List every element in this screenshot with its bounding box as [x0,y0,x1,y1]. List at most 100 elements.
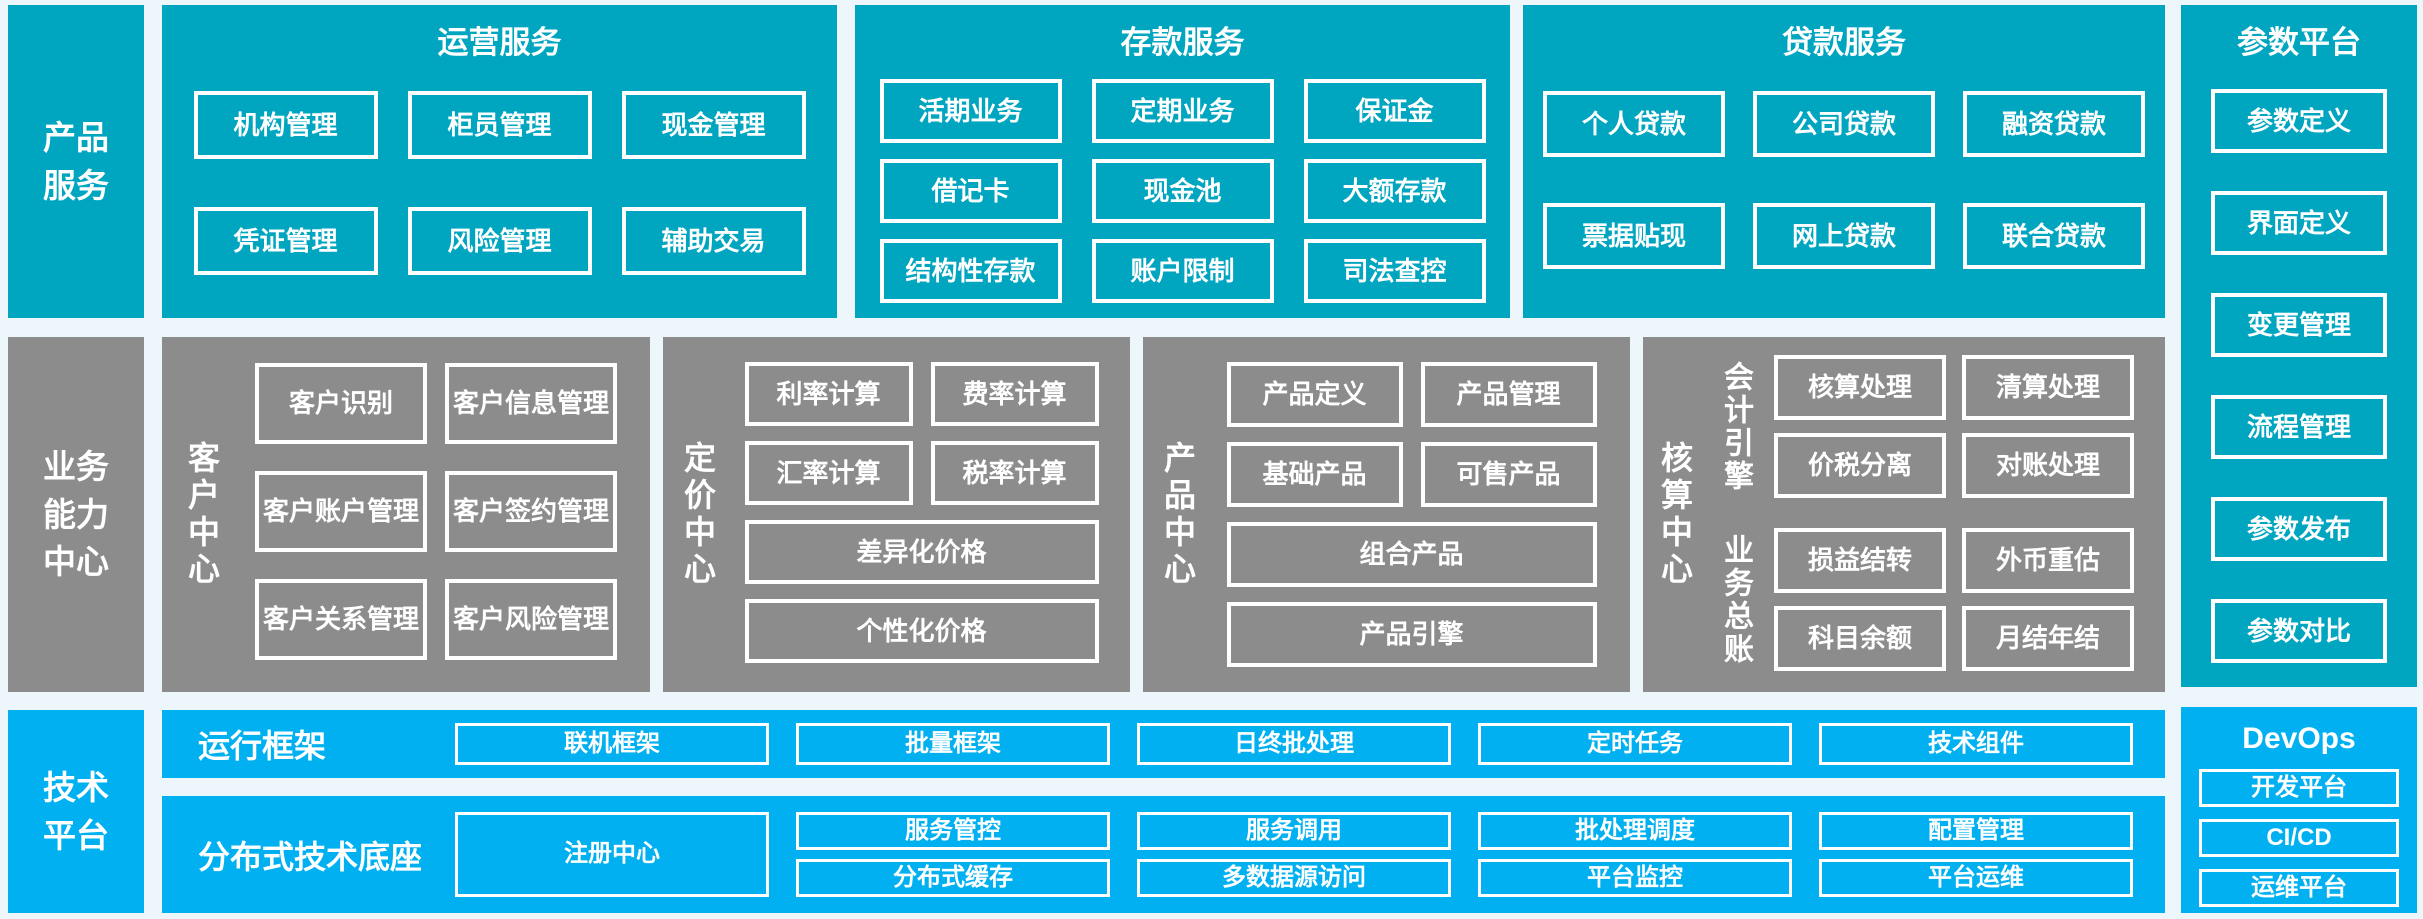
operation-service-box: 风险管理 [407,207,592,275]
deposit-service-box: 司法查控 [1303,239,1486,303]
operation-service-box: 凭证管理 [193,207,378,275]
section-loan-services: 贷款服务 个人贷款 公司贷款 融资贷款 票据贴现 网上贷款 联合贷款 [1523,5,2165,318]
section-customer-center: 客户中心 客户识别 客户信息管理 客户账户管理 客户签约管理 客户关系管理 客户… [162,337,650,692]
runtime-box: 日终批处理 [1137,723,1451,765]
section-parameter-platform: 参数平台 参数定义 界面定义 变更管理 流程管理 参数发布 参数对比 [2181,5,2417,687]
runtime-box: 技术组件 [1819,723,2133,765]
accounting-group-engine: 会计引擎 核算处理 清算处理 价税分离 对账处理 [1707,355,2145,498]
business-ledger-grid: 损益结转 外币重估 科目余额 月结年结 [1763,528,2145,671]
customer-capability-box: 客户信息管理 [445,363,617,444]
operation-service-box: 机构管理 [193,91,378,159]
runtime-box: 定时任务 [1478,723,1792,765]
product-grid: 产品定义 产品管理 基础产品 可售产品 组合产品 产品引擎 [1213,337,1630,692]
customer-capability-box: 客户识别 [255,363,427,444]
operation-service-box: 现金管理 [621,91,806,159]
accounting-capability-box: 核算处理 [1774,355,1946,420]
section-deposit-services: 存款服务 活期业务 定期业务 保证金 借记卡 现金池 大额存款 结构性存款 账户… [855,5,1510,318]
loan-service-box: 个人贷款 [1543,91,1725,157]
pricing-capability-box: 汇率计算 [744,441,913,505]
accounting-engine-grid: 核算处理 清算处理 价税分离 对账处理 [1763,355,2145,498]
vertical-label-product-center: 产品中心 [1160,440,1196,589]
parameter-box: 变更管理 [2211,293,2387,357]
pricing-capability-box: 费率计算 [930,362,1099,426]
customer-capability-box: 客户风险管理 [445,579,617,660]
loan-service-box: 网上贷款 [1753,203,1935,269]
pricing-capability-box: 利率计算 [744,362,913,426]
distributed-column: 服务管控 分布式缓存 [796,812,1110,897]
section-pricing-center: 定价中心 利率计算 费率计算 汇率计算 税率计算 差异化价格 个性化价格 [663,337,1130,692]
pricing-capability-box-wide: 差异化价格 [744,520,1099,584]
loan-grid: 个人贷款 公司贷款 融资贷款 票据贴现 网上贷款 联合贷款 [1523,91,2165,269]
distributed-box: 平台运维 [1819,859,2133,897]
section-title: 参数平台 [2237,25,2361,60]
vertical-label-accounting-center: 核算中心 [1657,440,1693,589]
operation-service-box: 柜员管理 [407,91,592,159]
section-distributed-tech-base: 分布式技术底座 注册中心 服务管控 分布式缓存 服务调用 多数据源访问 批处理调… [162,796,2165,913]
section-title: 运营服务 [437,25,562,60]
loan-service-box: 联合贷款 [1963,203,2145,269]
parameter-box: 界面定义 [2211,191,2387,255]
distributed-column: 批处理调度 平台监控 [1478,812,1792,897]
vertical-label-pricing-center: 定价中心 [680,440,716,589]
accounting-capability-box: 月结年结 [1962,606,2134,671]
parameter-grid: 参数定义 界面定义 变更管理 流程管理 参数发布 参数对比 [2181,89,2417,663]
section-title: 贷款服务 [1782,25,1906,60]
loan-service-box: 公司贷款 [1753,91,1935,157]
loan-service-box: 票据贴现 [1543,203,1725,269]
deposit-service-box: 活期业务 [879,79,1062,143]
accounting-capability-box: 外币重估 [1962,528,2134,593]
runtime-box: 批量框架 [796,723,1110,765]
distributed-box: 服务调用 [1137,812,1451,850]
pricing-grid: 利率计算 费率计算 汇率计算 税率计算 差异化价格 个性化价格 [733,337,1130,692]
parameter-box: 流程管理 [2211,395,2387,459]
distributed-box: 多数据源访问 [1137,859,1451,897]
distributed-box: 服务管控 [796,812,1110,850]
distributed-column: 服务调用 多数据源访问 [1137,812,1451,897]
section-product-center: 产品中心 产品定义 产品管理 基础产品 可售产品 组合产品 产品引擎 [1143,337,1630,692]
registry-center-box: 注册中心 [455,812,769,897]
operation-service-box: 辅助交易 [621,207,806,275]
section-runtime-framework: 运行框架 联机框架 批量框架 日终批处理 定时任务 技术组件 [162,710,2165,778]
vertical-label-accounting-engine: 会计引擎 [1719,360,1752,493]
accounting-capability-box: 对账处理 [1962,433,2134,498]
distributed-box: 分布式缓存 [796,859,1110,897]
parameter-box: 参数发布 [2211,497,2387,561]
parameter-box: 参数对比 [2211,599,2387,663]
devops-grid: 开发平台 CI/CD 运维平台 [2199,769,2399,907]
devops-box: 开发平台 [2199,769,2399,807]
band-label-business-capability-center: 业务 能力 中心 [8,337,144,692]
product-capability-box: 可售产品 [1420,442,1597,507]
distributed-box: 平台监控 [1478,859,1792,897]
deposit-service-box: 账户限制 [1091,239,1274,303]
distributed-box: 批处理调度 [1478,812,1792,850]
loan-service-box: 融资贷款 [1963,91,2145,157]
runtime-grid: 联机框架 批量框架 日终批处理 定时任务 技术组件 [455,723,2165,765]
pricing-capability-box: 税率计算 [930,441,1099,505]
product-capability-box: 产品定义 [1226,362,1403,427]
runtime-box: 联机框架 [455,723,769,765]
customer-capability-box: 客户签约管理 [445,471,617,552]
vertical-label-customer-center: 客户中心 [184,440,220,589]
devops-box: CI/CD [2199,819,2399,857]
operation-grid: 机构管理 柜员管理 现金管理 凭证管理 风险管理 辅助交易 [162,91,837,275]
distributed-column: 配置管理 平台运维 [1819,812,2133,897]
accounting-capability-box: 价税分离 [1774,433,1946,498]
product-capability-box-wide: 产品引擎 [1226,602,1597,667]
distributed-grid: 注册中心 服务管控 分布式缓存 服务调用 多数据源访问 批处理调度 平台监控 配… [455,812,2165,897]
deposit-service-box: 现金池 [1091,159,1274,223]
accounting-capability-box: 损益结转 [1774,528,1946,593]
accounting-group-ledger: 业务总账 损益结转 外币重估 科目余额 月结年结 [1707,528,2145,671]
deposit-service-box: 保证金 [1303,79,1486,143]
deposit-service-box: 定期业务 [1091,79,1274,143]
customer-grid: 客户识别 客户信息管理 客户账户管理 客户签约管理 客户关系管理 客户风险管理 [242,337,650,692]
band-label-product-services: 产品 服务 [8,5,144,318]
devops-title: DevOps [2242,722,2356,755]
deposit-grid: 活期业务 定期业务 保证金 借记卡 现金池 大额存款 结构性存款 账户限制 司法… [855,79,1510,303]
distributed-tech-base-label: 分布式技术底座 [198,838,423,875]
vertical-label-business-ledger: 业务总账 [1719,533,1752,666]
customer-capability-box: 客户账户管理 [255,471,427,552]
accounting-capability-box: 科目余额 [1774,606,1946,671]
band-label-tech-platform: 技术 平台 [8,710,144,913]
distributed-box: 配置管理 [1819,812,2133,850]
pricing-capability-box-wide: 个性化价格 [744,599,1099,663]
